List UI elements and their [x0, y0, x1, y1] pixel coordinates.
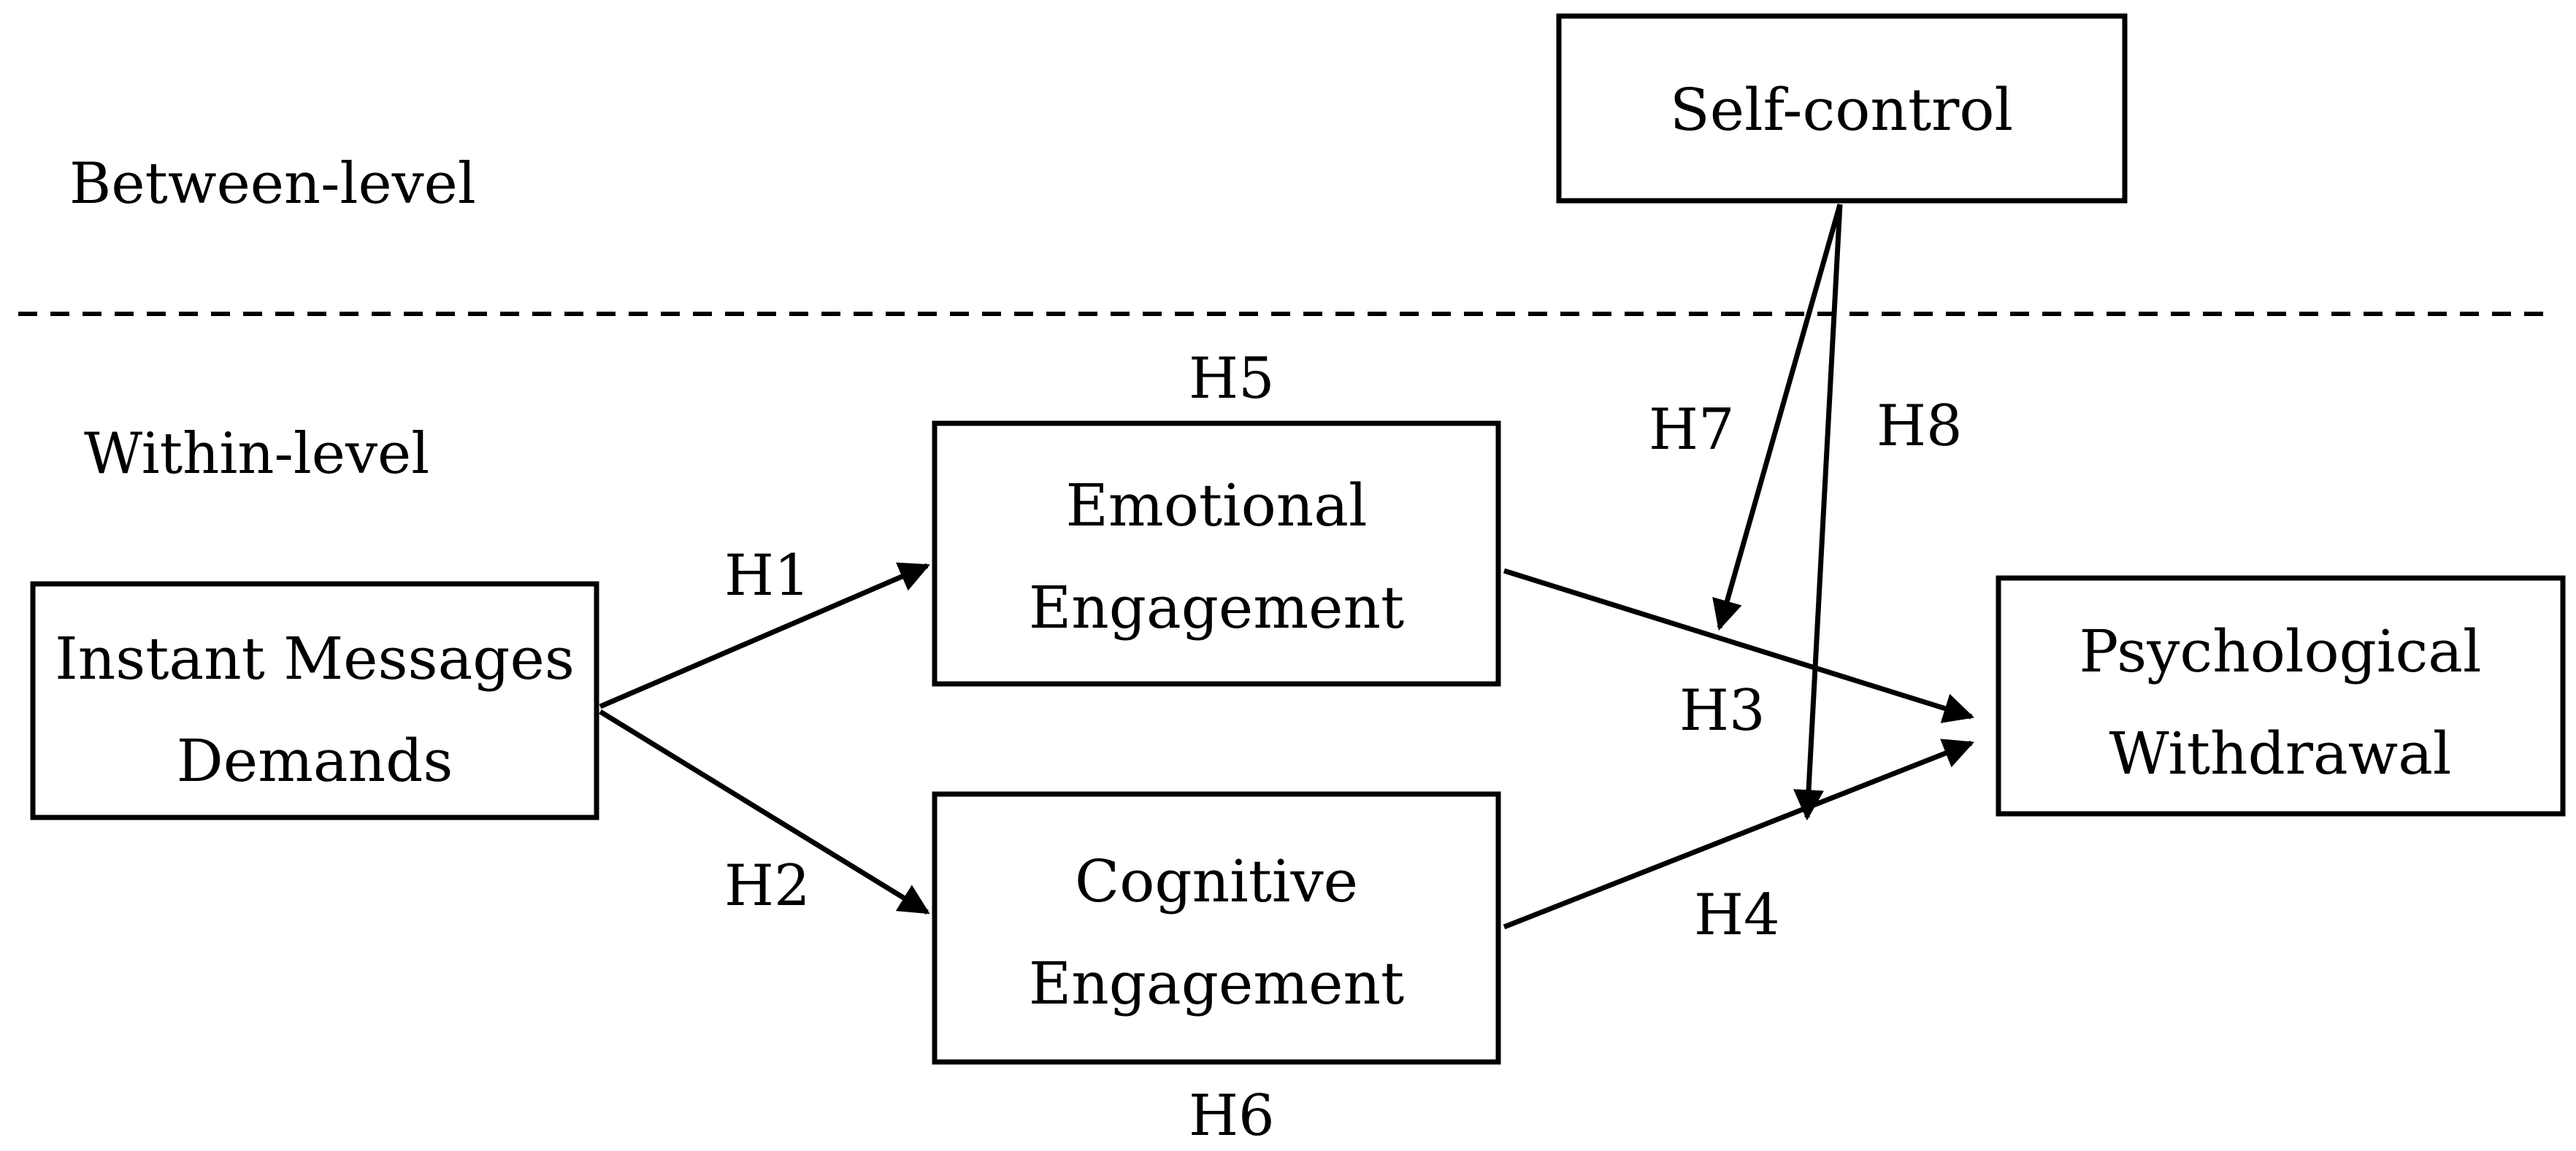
h1-label: H1 [724, 543, 810, 609]
cognitive-engagement-node: Cognitive Engagement [932, 791, 1501, 1065]
h7-label: H7 [1649, 397, 1735, 463]
h2-arrow [599, 709, 930, 915]
emotional-engagement-label-line2: Engagement [1029, 574, 1404, 642]
cognitive-engagement-label-line1: Cognitive [1075, 847, 1358, 915]
instant-messages-label-line1: Instant Messages [55, 625, 575, 693]
psychological-withdrawal-label-line1: Psychological [2079, 617, 2481, 685]
h1-arrow [599, 562, 930, 709]
psychological-withdrawal-label-line2: Withdrawal [2109, 720, 2452, 788]
emotional-engagement-node: Emotional Engagement [932, 420, 1501, 687]
h8-arrow [1793, 204, 1843, 821]
h3-arrow [1503, 568, 1975, 723]
self-control-node: Self-control [1556, 13, 2128, 204]
instant-messages-demands-node: Instant Messages Demands [30, 581, 599, 820]
psychological-withdrawal-node: Psychological Withdrawal [1996, 575, 2566, 817]
h4-label: H4 [1694, 882, 1780, 948]
self-control-label: Self-control [1670, 76, 2013, 144]
within-level-label: Within-level [84, 421, 429, 487]
instant-messages-label-line2: Demands [177, 727, 453, 795]
h4-arrow [1503, 739, 1974, 930]
h8-label: H8 [1877, 393, 1963, 459]
h6-label: H6 [1189, 1083, 1275, 1149]
h3-label: H3 [1679, 678, 1766, 744]
emotional-engagement-label-line1: Emotional [1065, 471, 1367, 539]
cognitive-engagement-label-line2: Engagement [1029, 950, 1404, 1017]
between-level-label: Between-level [69, 151, 476, 217]
h2-label: H2 [724, 853, 810, 919]
h7-arrow [1712, 204, 1843, 631]
h5-label: H5 [1189, 346, 1275, 412]
